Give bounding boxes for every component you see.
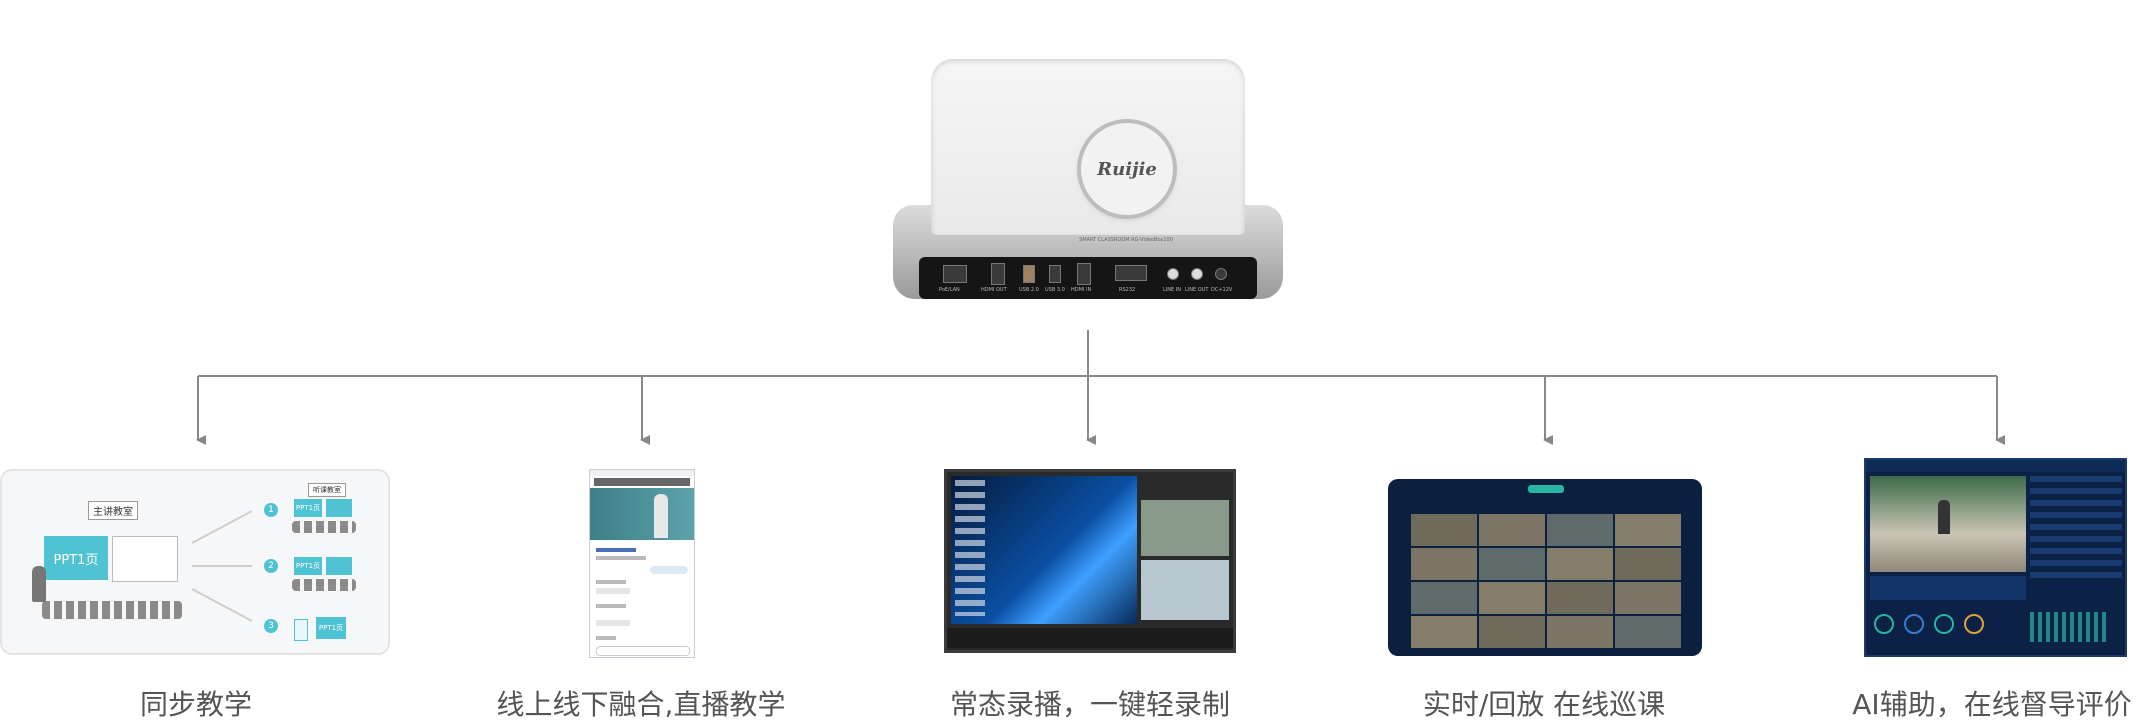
recording-screen-thumbnail: [944, 469, 1236, 653]
rs232-port: [1115, 265, 1147, 281]
classroom-camera-1: [1141, 500, 1229, 556]
camera-cell: [1546, 581, 1614, 615]
main-classroom-label: 主讲教室: [88, 501, 138, 520]
port-label: PoE/LAN: [939, 287, 960, 293]
feature-caption-1: 同步教学: [139, 688, 252, 721]
desktop-icons: [955, 480, 985, 616]
camera-cell: [1614, 581, 1682, 615]
feature-caption-3: 常态录播，一键轻录制: [949, 688, 1230, 721]
gauge-icon: [1964, 614, 1984, 634]
port-label: RS232: [1119, 287, 1136, 293]
step-2-icon: 2: [264, 559, 278, 573]
port-label: DC+12V: [1211, 287, 1233, 293]
line-out-port: [1191, 268, 1203, 280]
camera-cell: [1614, 615, 1682, 649]
patrol-grid-thumbnail: [1388, 479, 1702, 656]
app-header: [594, 478, 690, 486]
chat-bubble: [650, 566, 688, 574]
distribution-arrows: [191, 510, 253, 622]
remote-classroom-label: 听课教室: [308, 483, 346, 497]
usb3-port: [1049, 265, 1061, 283]
tablet-screen: PPT1页: [316, 617, 346, 639]
camera-cell: [1546, 615, 1614, 649]
teacher-figure: [654, 494, 668, 538]
student-group: [42, 601, 182, 619]
classroom-camera-2: [1141, 560, 1229, 620]
port-label: HDMI OUT: [981, 287, 1007, 293]
port-label: LINE IN: [1163, 287, 1181, 293]
sync-teaching-thumbnail: 主讲教室 PPT1页 1 2 3 听课教室 PPT1页 PPT1页 PPT1页: [0, 469, 390, 655]
player-controls: [947, 628, 1233, 648]
live-video: [590, 488, 694, 540]
camera-cell: [1410, 547, 1478, 581]
step-3-icon: 3: [264, 619, 278, 633]
feature-caption-4: 实时/回放 在线巡课: [1422, 688, 1666, 721]
bar-sparkline: [2030, 612, 2110, 642]
ai-supervision-thumbnail: [1864, 458, 2127, 657]
camera-cell: [1614, 547, 1682, 581]
ruijie-logo: Ruijie: [1081, 123, 1173, 215]
text-line: [596, 548, 636, 552]
videobox-device: Ruijie SMART CLASSROOM RG-VideoBox100 Po…: [893, 55, 1283, 305]
port-panel: PoE/LAN HDMI OUT USB 2.0 USB 3.0 HDMI IN…: [919, 257, 1257, 299]
device-model-text: SMART CLASSROOM RG-VideoBox100: [1079, 237, 1173, 243]
camera-grid: [1410, 513, 1682, 649]
port-label: HDMI IN: [1071, 287, 1092, 293]
camera-cell: [1410, 581, 1478, 615]
dc-port: [1215, 268, 1227, 280]
usb2-port: [1023, 265, 1035, 283]
hdmi-out-port: [991, 263, 1005, 285]
remote-video-1: [326, 499, 352, 517]
thumbnail-strip: [1870, 576, 2026, 600]
stats-panel: [2030, 476, 2122, 584]
phone-device: [294, 619, 308, 641]
remote-screen-2: PPT1页: [294, 557, 322, 575]
message-input: [596, 646, 690, 656]
hdmi-in-port: [1077, 263, 1091, 285]
remote-video-2: [326, 557, 352, 575]
port-label: LINE OUT: [1185, 287, 1209, 293]
text-line: [596, 620, 630, 626]
teacher-figure: [1938, 500, 1950, 534]
remote-students-1: [292, 521, 356, 533]
main-screen: PPT1页: [44, 536, 108, 580]
camera-cell: [1478, 581, 1546, 615]
remote-screen-1: PPT1页: [294, 499, 322, 517]
port-label: USB 2.0: [1019, 287, 1039, 293]
camera-cell: [1478, 547, 1546, 581]
gauge-icon: [1904, 614, 1924, 634]
feature-caption-5: AI辅助，在线督导评价: [1852, 688, 2132, 721]
gauge-icon: [1934, 614, 1954, 634]
camera-cell: [1614, 513, 1682, 547]
step-1-icon: 1: [264, 503, 278, 517]
port-label: USB 3.0: [1045, 287, 1065, 293]
camera-cell: [1478, 513, 1546, 547]
mobile-live-thumbnail: [589, 469, 695, 658]
remote-students-2: [292, 579, 356, 591]
video-grid: [112, 536, 178, 582]
lan-port: [943, 265, 967, 283]
active-tab: [1528, 485, 1564, 493]
text-line: [596, 580, 626, 584]
lecture-video: [1870, 476, 2026, 572]
line-in-port: [1167, 268, 1179, 280]
camera-cell: [1410, 513, 1478, 547]
phone-status-bar: [590, 470, 694, 476]
gauge-row: [1870, 608, 2120, 650]
gauge-icon: [1874, 614, 1894, 634]
text-line: [596, 588, 630, 594]
text-line: [596, 636, 616, 640]
text-line: [596, 604, 626, 608]
camera-cell: [1546, 547, 1614, 581]
camera-cell: [1478, 615, 1546, 649]
desktop-view: [951, 476, 1137, 624]
camera-cell: [1546, 513, 1614, 547]
text-line: [596, 556, 646, 560]
device-top: Ruijie SMART CLASSROOM RG-VideoBox100: [931, 59, 1245, 243]
camera-cell: [1410, 615, 1478, 649]
dashboard-header: [1866, 460, 2125, 472]
teacher-figure: [32, 566, 46, 602]
feature-caption-2: 线上线下融合,直播教学: [496, 688, 786, 721]
